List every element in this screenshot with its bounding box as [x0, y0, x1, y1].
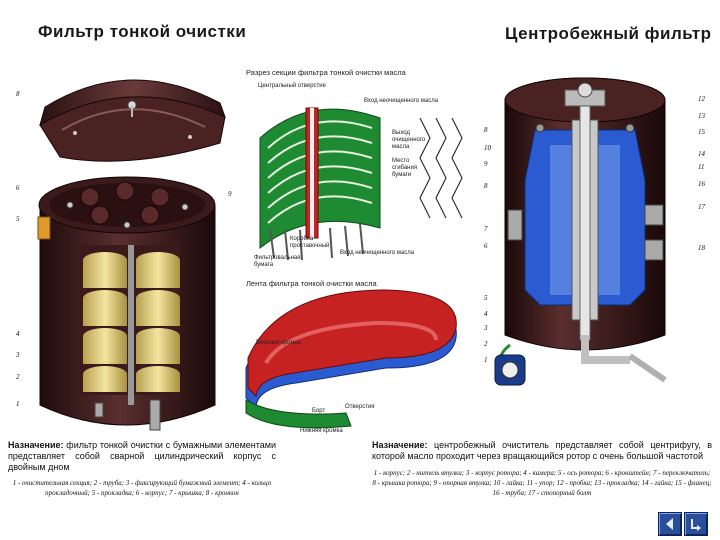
right-title: Центробежный фильтр: [505, 24, 712, 43]
tape-label-side: Борт: [312, 408, 326, 414]
right-number-14: 14: [698, 150, 705, 158]
tape-label-lower: Нижняя кромка: [300, 428, 343, 434]
tape-title: Лента фильтра тонкой очистки масла: [246, 279, 377, 288]
right-number-4: 4: [484, 310, 488, 318]
left-description: Назначение: фильтр тонкой очистки с бума…: [8, 440, 276, 473]
section-label-folded-paper: Место сгибания бумаги: [392, 158, 418, 178]
tape-drawing: [245, 289, 457, 429]
section-label-central: Центральный отверстие: [258, 83, 326, 89]
right-number-8a: 8: [484, 126, 488, 134]
back-arrow-icon: [666, 518, 673, 530]
left-number-8: 8: [16, 90, 20, 98]
return-button[interactable]: [684, 512, 708, 536]
left-desc-text: фильтр тонкой очистки с бумажными элемен…: [8, 440, 276, 472]
right-legend: 1 - корпус; 2 - ниппель втулки; 3 - корп…: [372, 469, 712, 497]
centrifugal-filter-illustration: [494, 77, 667, 386]
left-number-9: 9: [228, 190, 232, 198]
left-legend: 1 - очистительная секция; 2 - труба; 3 -…: [12, 479, 272, 497]
right-number-1: 1: [484, 356, 488, 364]
section-title: Разрез секции фильтра тонкой очистки мас…: [246, 68, 406, 77]
right-number-5: 5: [484, 294, 488, 302]
right-number-3: 3: [484, 324, 488, 332]
left-number-2: 2: [16, 373, 20, 381]
right-desc-text: центробежный очиститель представляет соб…: [372, 440, 712, 461]
left-title: Фильтр тонкой очистки: [38, 22, 247, 41]
right-number-17: 17: [698, 203, 705, 211]
return-icon: [691, 519, 701, 531]
section-label-filter-paper: Фильтровальная бумага: [254, 255, 301, 268]
right-number-9: 9: [484, 160, 488, 168]
right-number-13: 13: [698, 112, 705, 120]
section-label-inlet-bottom: Вход неочищенного масла: [340, 250, 415, 256]
back-button[interactable]: [658, 512, 682, 536]
right-number-12: 12: [698, 95, 705, 103]
left-number-4: 4: [16, 330, 20, 338]
section-label-spacer: Коробка проставочный: [290, 236, 330, 249]
right-number-11: 11: [698, 163, 705, 171]
right-number-2: 2: [484, 340, 488, 348]
tape-label-upper: Верхняя кромка: [256, 340, 301, 346]
right-description: Назначение: центробежный очиститель пред…: [372, 440, 712, 462]
left-number-1: 1: [16, 400, 20, 408]
right-number-10: 10: [484, 144, 491, 152]
section-label-clean-exit: Выход очищенного масла: [392, 130, 426, 150]
fine-filter-illustration: [37, 79, 226, 431]
left-number-6: 6: [16, 184, 20, 192]
right-number-16: 16: [698, 180, 705, 188]
right-desc-lead: Назначение:: [372, 440, 428, 450]
left-desc-lead: Назначение:: [8, 440, 64, 450]
right-number-6: 6: [484, 242, 488, 250]
section-drawing: [259, 107, 463, 261]
right-number-15: 15: [698, 128, 705, 136]
right-number-18: 18: [698, 244, 705, 252]
left-number-3: 3: [16, 351, 20, 359]
tape-label-holes: Отверстия: [345, 404, 375, 410]
left-number-5: 5: [16, 215, 20, 223]
section-label-oil-inlet: Вход неочищенного масла: [364, 98, 439, 104]
right-number-7: 7: [484, 225, 488, 233]
right-number-8b: 8: [484, 182, 488, 190]
